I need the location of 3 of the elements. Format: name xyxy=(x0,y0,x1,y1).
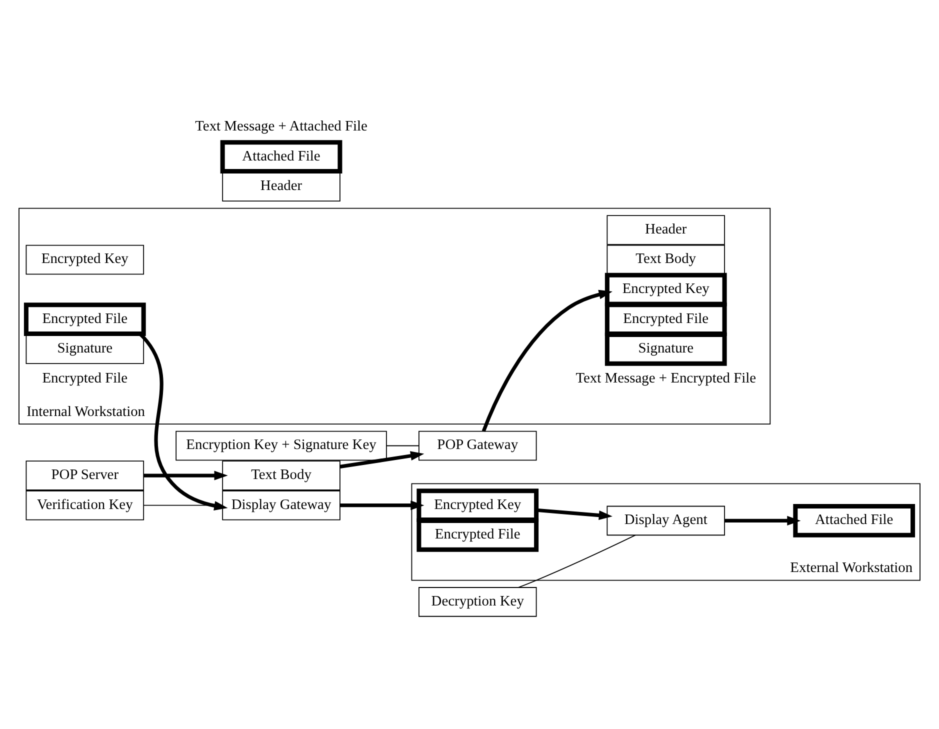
label: Text Message + Encrypted File xyxy=(576,370,756,386)
label: Encrypted File xyxy=(42,370,128,386)
label: Text Message + Attached File xyxy=(195,118,368,134)
